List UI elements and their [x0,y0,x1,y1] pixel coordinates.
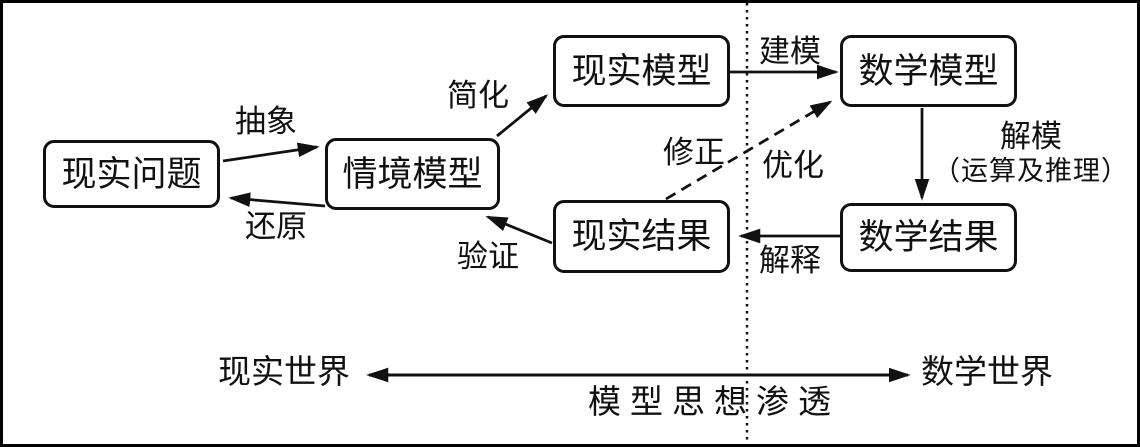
box-situation-model: 情境模型 [325,138,500,210]
arrow-revise-optimize-dashed [665,100,833,201]
footer-math-world: 数学世界 [921,355,1053,391]
edge-label-optimize: 优化 [762,148,824,183]
edge-label-abstract: 抽象 [235,104,297,139]
edge-label-verify: 验证 [457,239,519,274]
footer-caption-model-thinking: 模型思想渗透 [588,385,840,421]
edge-label-simplify: 简化 [447,78,509,113]
box-real-result: 现实结果 [553,200,730,273]
edge-label-restore: 还原 [245,209,307,244]
edge-label-solve: 解模 [1000,119,1062,154]
arrow-verify [485,215,553,245]
edge-label-interpret: 解释 [759,243,821,278]
box-math-result: 数学结果 [840,203,1017,272]
box-real-model: 现实模型 [553,35,730,107]
edge-label-solve-block: 解模 （运算及推理） [926,120,1136,187]
edge-label-build: 建模 [759,34,821,69]
edge-label-solve-note: （运算及推理） [933,156,1129,187]
footer-real-world: 现实世界 [218,355,350,391]
arrow-simplify [496,94,549,138]
box-math-model: 数学模型 [840,35,1017,107]
edge-label-revise: 修正 [663,135,725,170]
arrow-restore [228,192,326,208]
box-real-problem: 现实问题 [43,140,220,208]
arrow-abstract [222,142,320,163]
